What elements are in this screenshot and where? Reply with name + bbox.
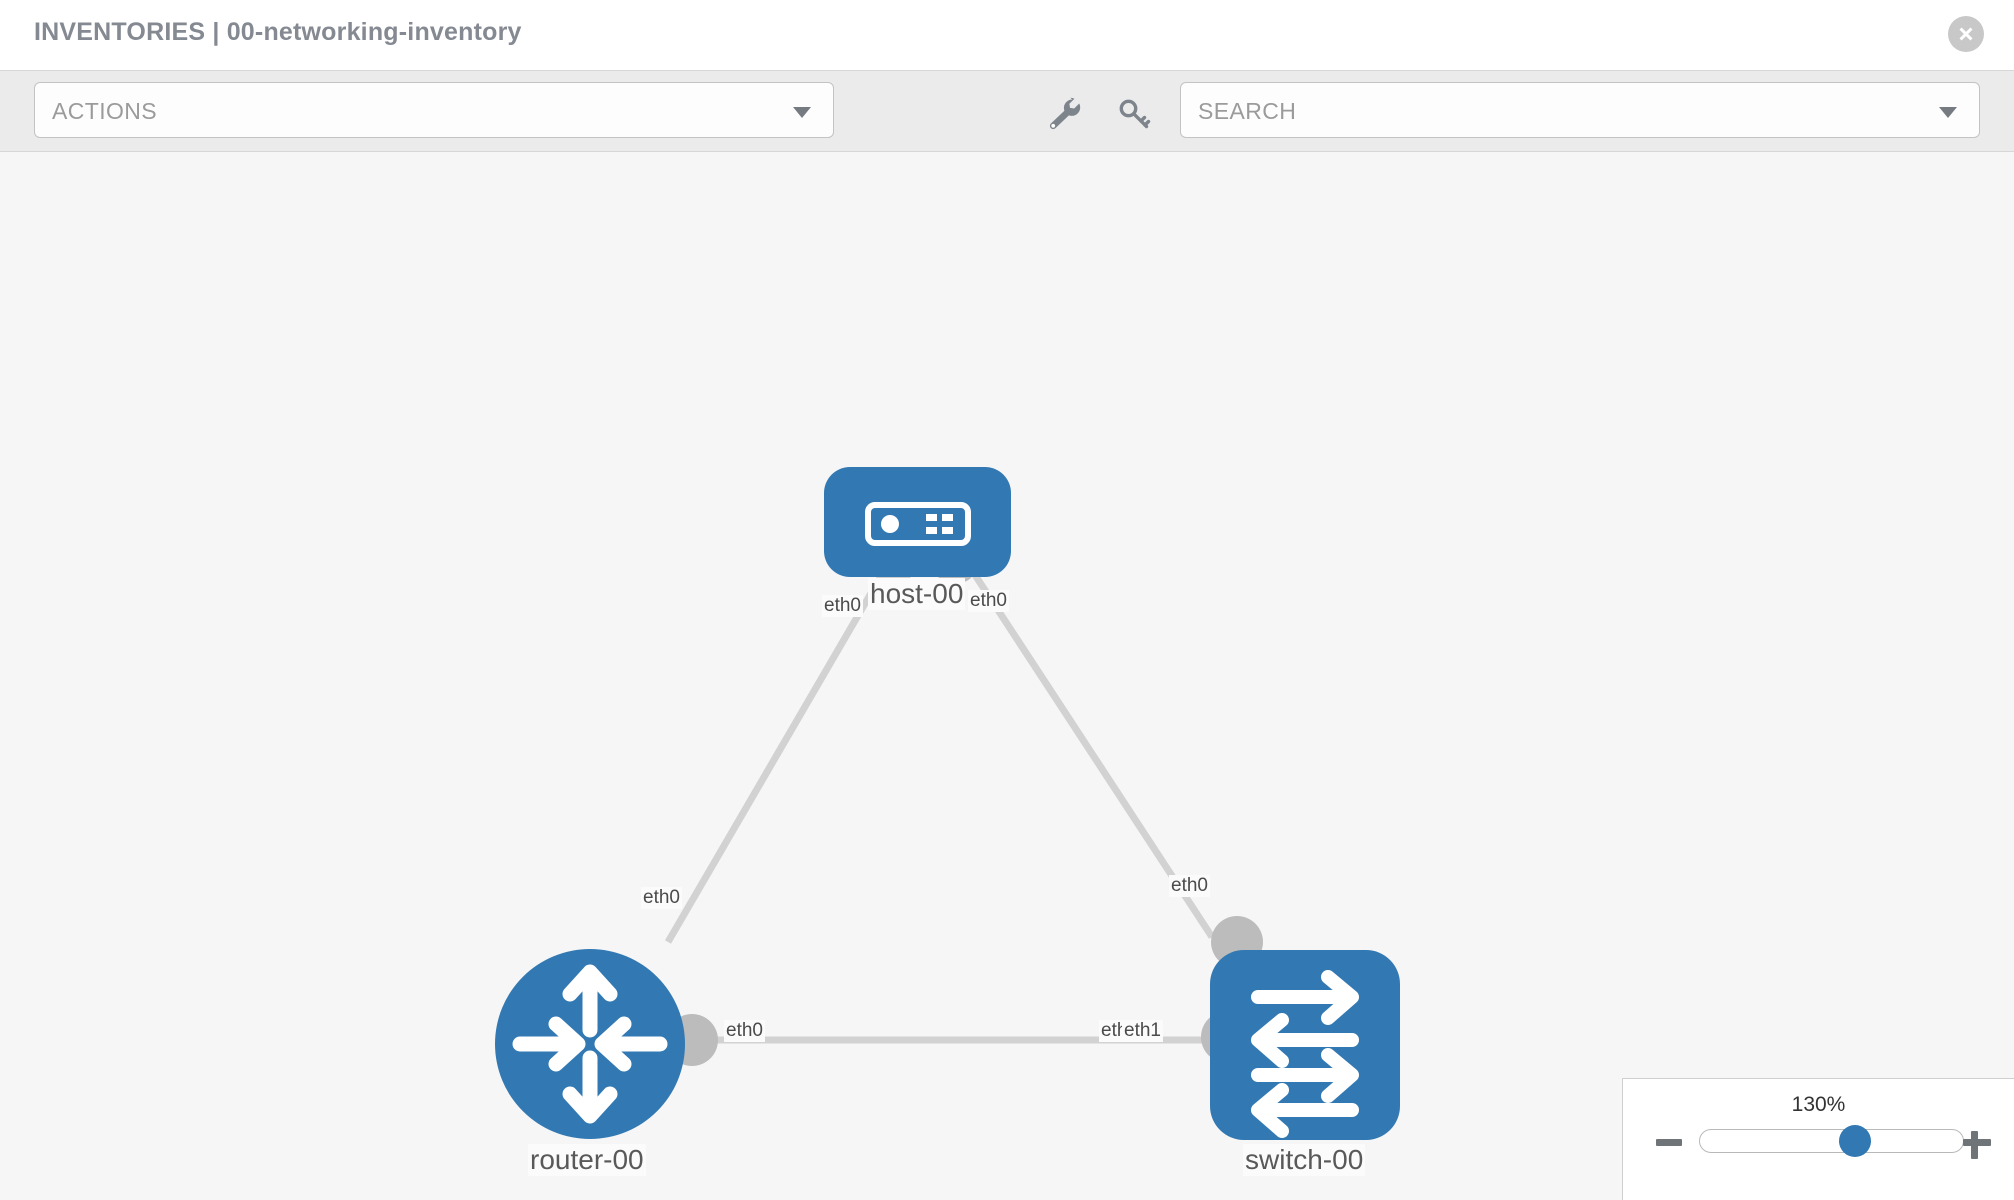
node-label-router: router-00 (528, 1144, 646, 1176)
actions-dropdown[interactable]: ACTIONS (34, 82, 834, 138)
link-host-router (664, 550, 899, 944)
zoom-panel: 130% (1622, 1078, 2014, 1200)
iface-label: eth0 (968, 590, 1009, 612)
search-placeholder: SEARCH (1198, 98, 1297, 124)
zoom-slider-thumb[interactable] (1839, 1125, 1871, 1157)
node-label-switch: switch-00 (1243, 1144, 1366, 1176)
iface-label: eth0 (822, 595, 863, 617)
topology-canvas[interactable]: eth0 eth0 eth0 eth0 eth0 eth eth1 host-0… (0, 152, 2014, 1200)
close-icon[interactable] (1948, 16, 1984, 52)
topology-graph (495, 467, 1400, 1140)
iface-label: eth0 (724, 1020, 765, 1042)
search-input[interactable]: SEARCH (1180, 82, 1980, 138)
page-header: INVENTORIES | 00-networking-inventory (0, 0, 2014, 70)
plus-icon[interactable] (1960, 1125, 1994, 1159)
link-host-switch (957, 550, 1215, 939)
toolbar: ACTIONS SEARCH (0, 70, 2014, 152)
node-router-00[interactable] (495, 949, 685, 1139)
chevron-down-icon (793, 107, 811, 118)
iface-label: eth (1099, 1020, 1130, 1042)
minus-icon[interactable] (1653, 1125, 1687, 1159)
iface-label: eth0 (641, 887, 682, 909)
chevron-down-icon[interactable] (1939, 107, 1957, 118)
iface-label: eth1 (1122, 1020, 1163, 1042)
actions-dropdown-label: ACTIONS (52, 98, 158, 124)
zoom-level-value: 130% (1791, 1093, 1846, 1116)
node-label-host: host-00 (868, 578, 966, 610)
page-title: INVENTORIES | 00-networking-inventory (34, 18, 522, 46)
node-host-00[interactable] (824, 467, 1011, 577)
key-icon[interactable] (1113, 93, 1155, 135)
wrench-icon[interactable] (1043, 93, 1085, 135)
node-switch-00[interactable] (1210, 950, 1400, 1140)
zoom-slider[interactable] (1699, 1125, 1964, 1157)
iface-label: eth0 (1169, 875, 1210, 897)
